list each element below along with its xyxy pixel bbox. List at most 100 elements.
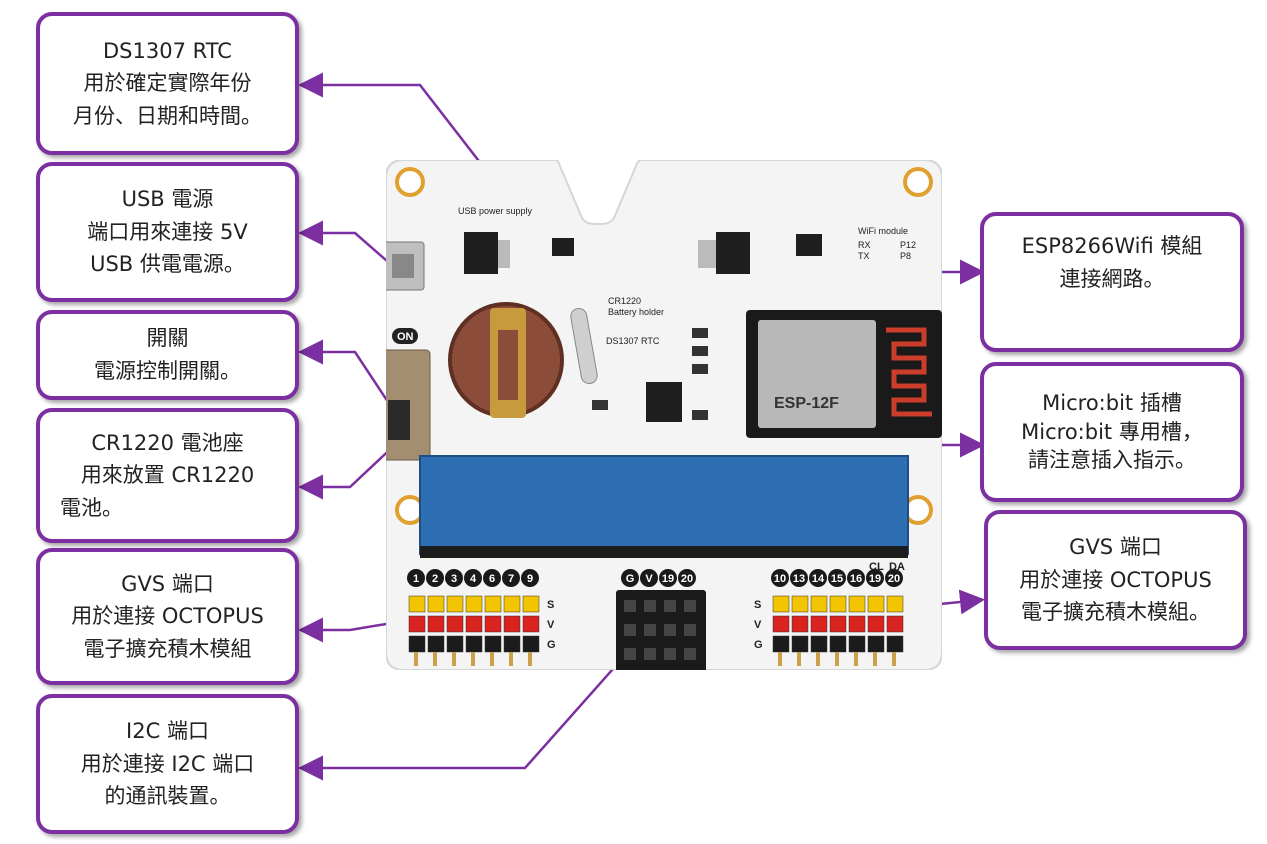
header-pin [522,615,540,633]
callout-battery: CR1220 電池座 用來放置 CR1220 電池。 [36,408,299,543]
wifi-label: WiFi module [858,226,908,236]
callout-gvs-left: GVS 端口 用於連接 OCTOPUS 電子擴充積木模組 [36,548,299,685]
pin-label-badge [426,569,444,587]
socket-hole [624,648,636,660]
callout-switch-line1: 開關 [146,326,189,351]
battery-label-1: CR1220 [608,296,641,306]
pin-label-badge [659,569,677,587]
pin-label: 7 [508,573,514,585]
pin-label-badge [483,569,501,587]
pin-label-badge [621,569,639,587]
header-pin [446,615,464,633]
header-pin [446,595,464,613]
pin-label-badge [678,569,696,587]
header-pin [484,595,502,613]
header-pin [829,635,847,653]
callout-microbit-line3: 請注意插入指示。 [1028,448,1196,473]
wifi-p8: P8 [900,251,911,261]
expansion-board: USB power supply ON CR1220 Battery holde… [386,160,942,670]
svg-letter: S [754,599,761,611]
callout-usb-line1: USB 電源 [121,187,214,212]
callout-gvs-left-line1: GVS 端口 [121,571,214,596]
usb-label: USB power supply [458,206,533,216]
header-pin [522,595,540,613]
pin-label-badge [407,569,425,587]
rtc-label: DS1307 RTC [606,336,660,346]
mount-hole [395,167,425,197]
pin-label-badge [771,569,789,587]
right-top-cl: CL [869,561,884,573]
svg-letter: G [754,639,763,651]
callout-wifi: ESP8266Wifi 模組 連接網路。 [980,212,1244,352]
pin-label: G [626,573,635,585]
socket-hole [644,600,656,612]
callout-i2c: I2C 端口 用於連接 I2C 端口 的通訊裝置。 [36,694,299,834]
header-pin [408,595,426,613]
pin-label: 1 [413,573,419,585]
pin-label-badge [640,569,658,587]
header-pin [484,615,502,633]
voltage-regulator [716,232,750,274]
pin-label: 16 [850,573,862,585]
callout-battery-line2: 用來放置 CR1220 [80,463,255,488]
wifi-tx: TX [858,251,870,261]
header-pin [886,635,904,653]
pin-label: 19 [662,573,674,585]
socket-hole [684,624,696,636]
callout-i2c-line1: I2C 端口 [126,719,209,744]
header-pin [427,595,445,613]
header-pin [408,635,426,653]
on-label: ON [397,331,414,343]
rtc-chip [646,382,682,422]
socket-hole [684,600,696,612]
header-pin [886,595,904,613]
pin-label-badge [809,569,827,587]
leader-i2c [298,624,653,781]
header-pin [791,595,809,613]
callout-usb-line2: 端口用來連接 5V [87,219,248,244]
pin-label: 14 [812,573,825,585]
pin-label: 6 [489,573,495,585]
header-pin [503,635,521,653]
callout-rtc-line1: DS1307 RTC [103,38,232,63]
header-pin [427,635,445,653]
header-pin [772,635,790,653]
esp-label: ESP-12F [774,395,839,412]
svg-letter: V [754,619,762,631]
header-pin [465,635,483,653]
pin-label: 3 [451,573,457,585]
socket-hole [644,648,656,660]
header-pin [484,635,502,653]
pin-label: 2 [432,573,438,585]
svg-letter: V [547,619,555,631]
header-pin [408,615,426,633]
svg-letter: S [547,599,554,611]
header-pin [886,615,904,633]
header-pin [465,595,483,613]
pin-label: 13 [793,573,805,585]
header-pin [522,635,540,653]
socket-hole [684,648,696,660]
pin-label-badge [502,569,520,587]
callout-switch: 開關 電源控制開關。 [36,310,299,400]
header-pin [791,615,809,633]
leader-usb [298,220,396,269]
callout-gvs-right-line3: 電子擴充積木模組。 [1021,600,1210,625]
socket-hole [664,624,676,636]
microbit-slot [419,455,909,555]
callout-i2c-line2: 用於連接 I2C 端口 [80,751,255,776]
pin-label-badge [828,569,846,587]
pin-label: 15 [831,573,843,585]
voltage-regulator [464,232,498,274]
header-pin [848,595,866,613]
battery-label-2: Battery holder [608,307,664,317]
callout-gvs-right-line2: 用於連接 OCTOPUS [1019,567,1212,592]
header-pin [829,595,847,613]
right-top-da: DA [889,561,905,573]
socket-hole [664,600,676,612]
pin-label-badge [521,569,539,587]
mount-hole [903,167,933,197]
header-pin [503,595,521,613]
